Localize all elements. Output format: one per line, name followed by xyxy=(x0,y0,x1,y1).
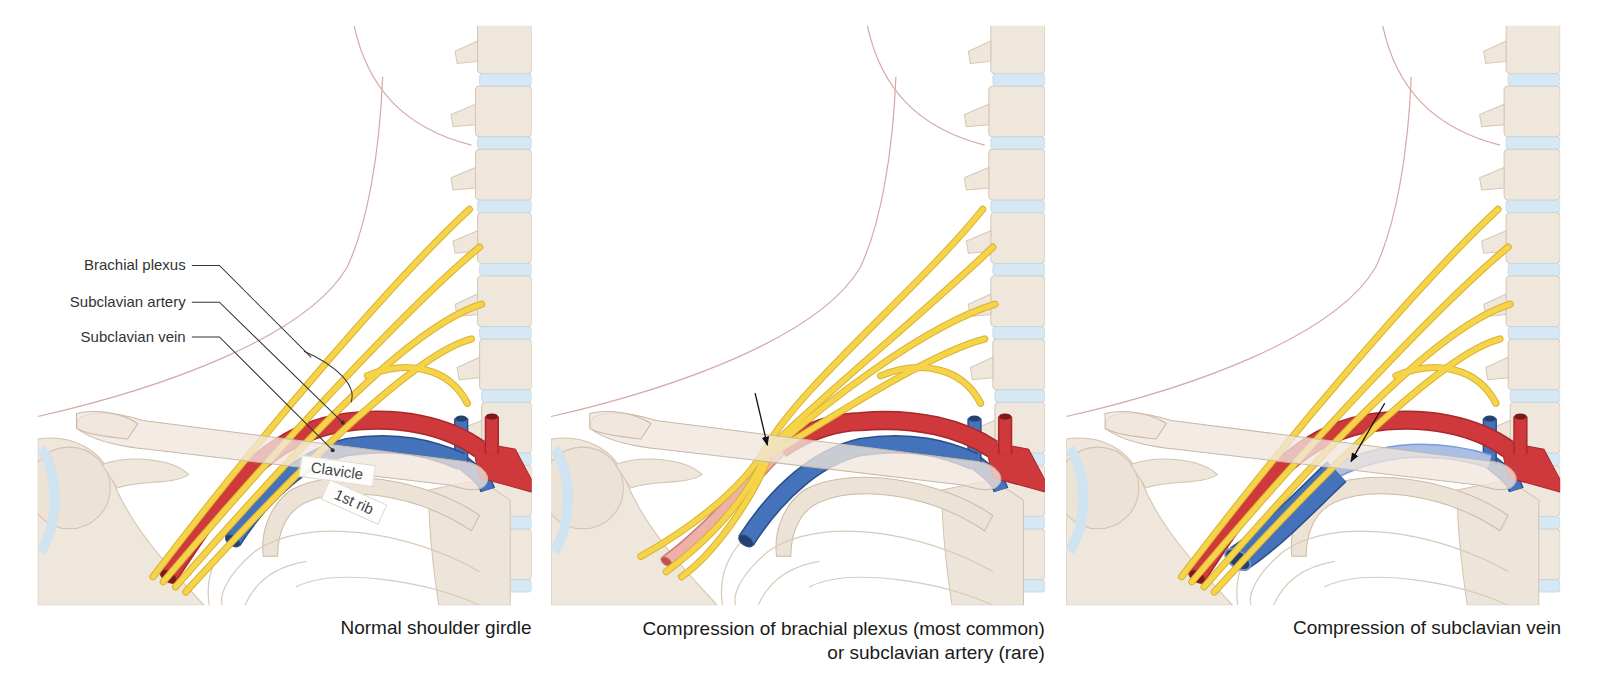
panel-caption: Normal shoulder girdle xyxy=(340,616,531,640)
leader-line xyxy=(192,337,333,450)
leader-line xyxy=(192,302,343,422)
leader-line xyxy=(192,265,311,357)
brachial-plexus xyxy=(153,209,482,592)
structure-label: Brachial plexus xyxy=(84,256,186,274)
brachial-plexus xyxy=(641,209,995,576)
vein-lumen xyxy=(737,533,756,550)
bones xyxy=(551,26,1045,606)
bones xyxy=(1066,26,1560,606)
panel-caption: Compression of subclavian vein xyxy=(1293,616,1561,640)
bones xyxy=(38,26,532,606)
clavicle xyxy=(1105,411,1516,489)
brachial-plexus xyxy=(153,209,482,592)
pointer-arrow xyxy=(755,393,767,445)
brachial-plexus xyxy=(641,209,995,576)
bracket xyxy=(304,351,352,402)
structure-label: Subclavian vein xyxy=(81,328,186,346)
vein-compression-panel xyxy=(1066,26,1560,606)
pointer-arrow xyxy=(1351,403,1385,461)
normal-panel xyxy=(38,26,532,606)
panel-caption: Compression of brachial plexus (most com… xyxy=(633,617,1045,665)
clavicle xyxy=(77,411,488,489)
structure-label: Subclavian artery xyxy=(70,293,186,311)
brachial-plexus xyxy=(1182,209,1511,592)
leader-dot xyxy=(331,448,335,452)
plexus-compression-panel xyxy=(551,26,1045,606)
brachial-plexus xyxy=(1182,209,1511,592)
leader-dot xyxy=(341,421,345,425)
leader-lines xyxy=(192,265,352,450)
clavicle xyxy=(590,411,1001,489)
